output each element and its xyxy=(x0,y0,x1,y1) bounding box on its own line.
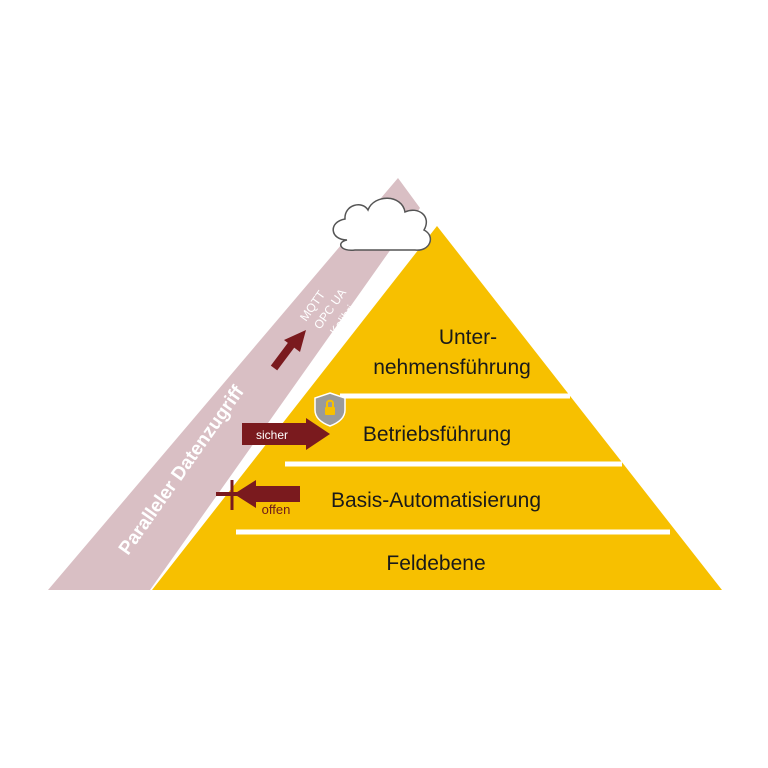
secure-access-label: sicher xyxy=(256,428,288,442)
layer-label-operations: Betriebsführung xyxy=(363,423,511,446)
layer-label-basic-automation: Basis-Automatisierung xyxy=(331,489,541,512)
upward-arrow-icon xyxy=(270,330,306,371)
layer-label-field-level: Feldebene xyxy=(386,552,485,575)
layer-label-enterprise-line2: nehmensführung xyxy=(373,356,531,379)
secure-access-arrow xyxy=(242,418,330,450)
parallel-access-band xyxy=(48,178,420,590)
cloud-icon xyxy=(332,197,432,251)
open-access-label: offen xyxy=(262,502,291,517)
layer-label-enterprise-line1: Unter- xyxy=(439,326,497,349)
shield-lock-icon xyxy=(314,392,346,427)
open-access-arrow xyxy=(216,480,300,510)
